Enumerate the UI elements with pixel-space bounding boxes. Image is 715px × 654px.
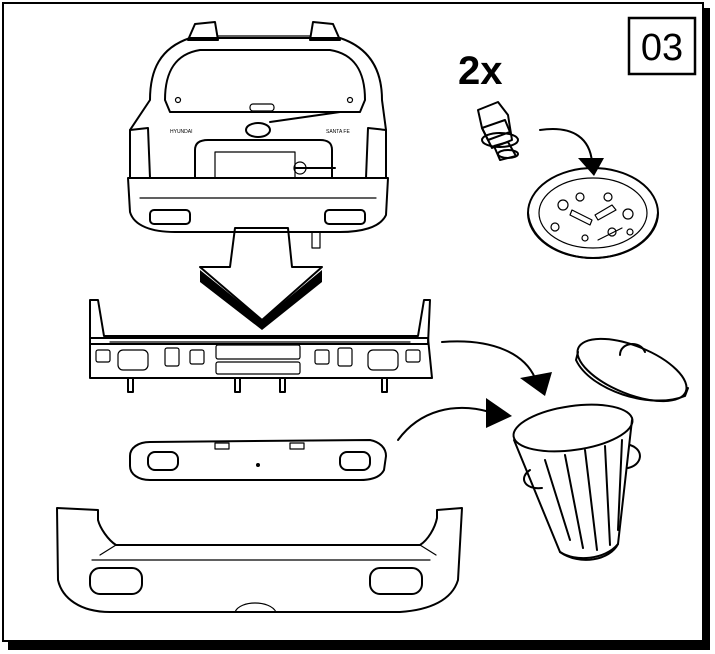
reinforcement-beam-icon (89, 299, 433, 393)
badge-left: HYUNDAI (170, 129, 193, 135)
quantity-label: 2x (458, 49, 503, 93)
car-rear-icon: HYUNDAI SANTA FE (127, 21, 389, 249)
curved-arrow-to-trash-bottom (397, 398, 512, 441)
down-arrow-icon (199, 227, 323, 330)
step-number-box: 03 (627, 16, 697, 76)
trash-can-icon (512, 403, 641, 561)
trash-lid-icon (575, 337, 689, 403)
step-number: 03 (641, 27, 683, 69)
curved-arrow-icon (539, 128, 604, 176)
curved-arrow-to-trash-top (441, 340, 552, 396)
screw-icon (477, 101, 519, 161)
diffuser-panel-icon (129, 439, 387, 481)
parts-tray-icon (527, 167, 659, 259)
badge-right: SANTA FE (326, 129, 350, 135)
bumper-cover-icon (56, 507, 463, 613)
